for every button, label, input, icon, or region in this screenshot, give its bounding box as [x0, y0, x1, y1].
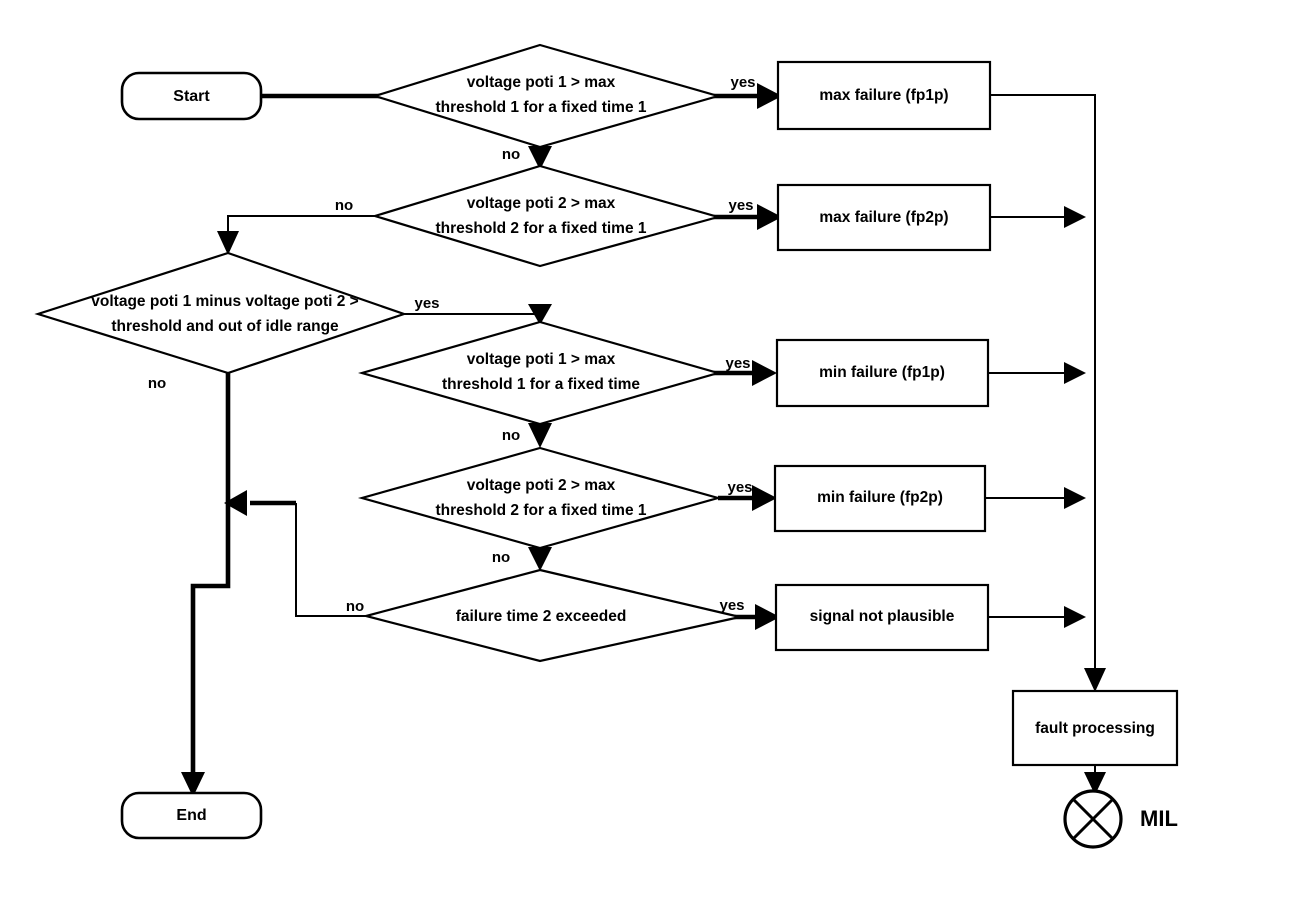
- edge-label-d1-yes: yes: [730, 74, 755, 91]
- node-mil-lamp[interactable]: [1063, 789, 1123, 849]
- node-start[interactable]: Start: [120, 71, 263, 121]
- node-process-signal-not-plausible-label: signal not plausible: [810, 608, 955, 625]
- node-process-max-failure-fp1p-label: max failure (fp1p): [819, 87, 948, 104]
- node-decision-2-label-line1: voltage poti 2 > max: [467, 195, 616, 212]
- node-decision-2[interactable]: voltage poti 2 > max threshold 2 for a f…: [371, 164, 723, 268]
- node-decision-5[interactable]: voltage poti 2 > max threshold 2 for a f…: [357, 446, 723, 550]
- edge-d5-yes-to-p4: [718, 485, 777, 511]
- edge-label-d3-yes: yes: [414, 295, 439, 312]
- node-decision-3-label-line1: voltage poti 1 minus voltage poti 2 >: [91, 293, 358, 310]
- node-process-min-failure-fp2p[interactable]: min failure (fp2p): [773, 464, 987, 533]
- node-decision-6[interactable]: failure time 2 exceeded: [361, 568, 741, 663]
- node-process-min-failure-fp1p[interactable]: min failure (fp1p): [775, 338, 990, 408]
- node-process-max-failure-fp2p-label: max failure (fp2p): [819, 209, 948, 226]
- node-process-min-failure-fp2p-label: min failure (fp2p): [817, 489, 943, 506]
- edge-label-d2-no: no: [335, 197, 353, 214]
- trunk-vertical: [1084, 95, 1106, 692]
- node-process-min-failure-fp1p-label: min failure (fp1p): [819, 364, 945, 381]
- node-process-signal-not-plausible[interactable]: signal not plausible: [774, 583, 990, 652]
- edge-label-d4-yes: yes: [725, 355, 750, 372]
- edge-p4-to-trunk: [985, 487, 1086, 509]
- edge-p1-to-trunk: [990, 94, 1096, 201]
- node-decision-6-label-line1: failure time 2 exceeded: [456, 608, 627, 625]
- edge-d1-no-to-d2: [528, 146, 552, 170]
- node-end[interactable]: End: [120, 791, 263, 840]
- edge-label-d4-no: no: [502, 427, 520, 444]
- edge-p3-to-trunk: [988, 362, 1086, 384]
- node-decision-3[interactable]: voltage poti 1 minus voltage poti 2 > th…: [34, 251, 408, 375]
- node-process-fault-processing-label: fault processing: [1035, 720, 1155, 737]
- edge-p6-to-mil: [1084, 765, 1106, 795]
- node-end-label: End: [176, 807, 206, 824]
- edge-label-d1-no: no: [502, 146, 520, 163]
- edge-d3-no-to-end: [181, 373, 231, 797]
- node-decision-4[interactable]: voltage poti 1 > max threshold 1 for a f…: [358, 320, 722, 426]
- node-decision-1-label-line1: voltage poti 1 > max: [467, 74, 616, 91]
- edge-label-d5-yes: yes: [727, 479, 752, 496]
- node-decision-5-label-line2: threshold 2 for a fixed time 1: [435, 502, 646, 519]
- node-decision-3-label-line2: threshold and out of idle range: [111, 318, 339, 335]
- node-start-label: Start: [173, 88, 210, 105]
- node-decision-1-label-line2: threshold 1 for a fixed time 1: [435, 99, 646, 116]
- edge-d5-no-to-d6: [528, 547, 552, 571]
- node-mil-label: MIL: [1140, 806, 1178, 831]
- node-decision-2-label-line2: threshold 2 for a fixed time 1: [435, 220, 646, 237]
- edge-d4-no-to-d5: [528, 423, 552, 448]
- node-decision-4-label-line2: threshold 1 for a fixed time: [442, 376, 640, 393]
- edge-label-d5-no: no: [492, 549, 510, 566]
- edge-d2-no-to-d3: [217, 215, 375, 255]
- edge-p5-to-trunk: [988, 606, 1086, 628]
- node-process-max-failure-fp1p[interactable]: max failure (fp1p): [776, 60, 992, 131]
- node-decision-4-label-line1: voltage poti 1 > max: [467, 351, 616, 368]
- node-process-max-failure-fp2p[interactable]: max failure (fp2p): [776, 183, 992, 252]
- edge-d6-no-to-trunk: [224, 490, 366, 617]
- edge-p2-to-trunk: [990, 206, 1086, 228]
- node-decision-1[interactable]: voltage poti 1 > max threshold 1 for a f…: [371, 43, 722, 149]
- edge-label-d2-yes: yes: [728, 197, 753, 214]
- edge-d3-yes-to-d4: [404, 304, 552, 325]
- edge-label-d3-no: no: [148, 375, 166, 392]
- node-process-fault-processing[interactable]: fault processing: [1011, 689, 1179, 767]
- edge-label-d6-yes: yes: [719, 597, 744, 614]
- node-decision-5-label-line1: voltage poti 2 > max: [467, 477, 616, 494]
- edge-label-d6-no: no: [346, 598, 364, 615]
